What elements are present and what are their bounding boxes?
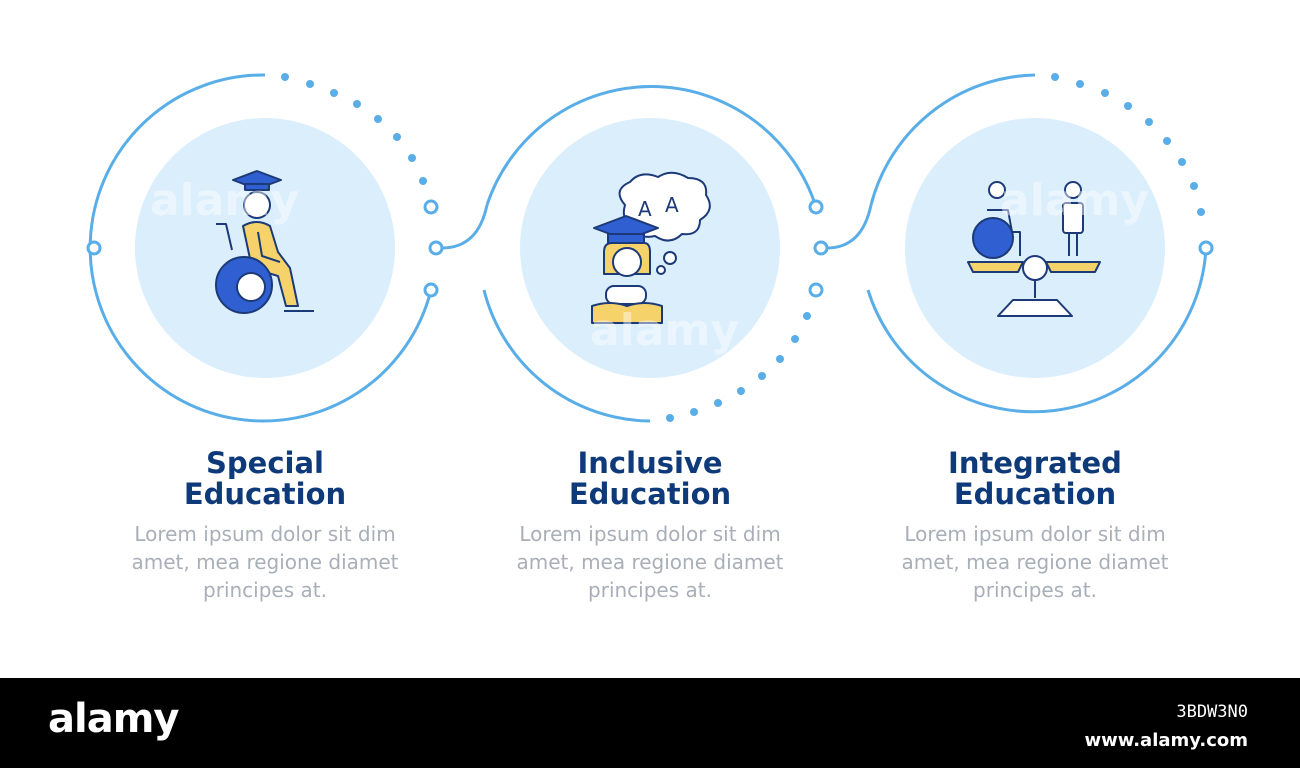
step-title-line-2: Education xyxy=(183,477,347,511)
brand-logo: alamy xyxy=(48,696,179,742)
desc-line-3: principes at. xyxy=(588,578,712,602)
step-description: Lorem ipsum dolor sit dim amet, mea regi… xyxy=(100,520,430,604)
desc-line-2: amet, mea regione diamet xyxy=(516,550,784,574)
stock-footer-bar: alamy 3BDW3N0 www.alamy.com xyxy=(0,678,1300,768)
student-thinking-icon: A A xyxy=(591,171,711,324)
step-description: Lorem ipsum dolor sit dim amet, mea regi… xyxy=(870,520,1200,604)
desc-line-3: principes at. xyxy=(203,578,327,602)
step-2-node-bottom xyxy=(808,282,824,298)
infographic-canvas: A A alamy alamy alamy xyxy=(86,73,1214,423)
step-1-text: Special Education Lorem ipsum dolor sit … xyxy=(100,448,430,604)
step-3-dotted-arc xyxy=(1051,73,1205,216)
step-2-ring-bottom xyxy=(482,289,651,423)
step-3-ring-bottom xyxy=(866,247,1208,414)
svg-text:alamy: alamy xyxy=(590,305,739,356)
wheelchair-graduate-icon xyxy=(215,170,314,314)
connector-2-node xyxy=(813,240,829,256)
desc-line-2: amet, mea regione diamet xyxy=(901,550,1169,574)
desc-line-1: Lorem ipsum dolor sit dim xyxy=(904,522,1166,546)
svg-text:alamy: alamy xyxy=(150,175,299,226)
svg-text:A: A xyxy=(638,197,652,221)
step-2-node-top xyxy=(808,199,824,215)
desc-line-1: Lorem ipsum dolor sit dim xyxy=(134,522,396,546)
balance-scale-people-icon xyxy=(967,181,1101,317)
step-2-dotted-arc xyxy=(666,312,811,422)
svg-text:A: A xyxy=(665,193,679,217)
step-description: Lorem ipsum dolor sit dim amet, mea regi… xyxy=(485,520,815,604)
step-title-line-2: Education xyxy=(568,477,732,511)
site-url: www.alamy.com xyxy=(1084,730,1248,751)
desc-line-1: Lorem ipsum dolor sit dim xyxy=(519,522,781,546)
step-2-text: Inclusive Education Lorem ipsum dolor si… xyxy=(485,448,815,604)
step-2-ring xyxy=(485,85,818,208)
step-title-line-1: Integrated xyxy=(948,446,1122,480)
image-id: 3BDW3N0 xyxy=(1176,702,1248,722)
step-title-line-1: Inclusive xyxy=(577,446,723,480)
svg-text:alamy: alamy xyxy=(1000,175,1149,226)
connector-2-3 xyxy=(826,204,873,250)
step-1-node-left xyxy=(86,240,102,256)
desc-line-2: amet, mea regione diamet xyxy=(131,550,399,574)
step-1-dotted-arc xyxy=(281,73,427,185)
connector-1-node xyxy=(428,240,444,256)
step-3-fill xyxy=(905,118,1165,378)
step-title: Integrated Education xyxy=(870,448,1200,510)
step-1-node-top xyxy=(423,199,439,215)
step-3-text: Integrated Education Lorem ipsum dolor s… xyxy=(870,448,1200,604)
step-title: Special Education xyxy=(100,448,430,510)
step-3-ring xyxy=(869,73,1036,206)
step-title-line-2: Education xyxy=(953,477,1117,511)
step-1-ring xyxy=(88,73,433,423)
connector-1-2 xyxy=(441,204,489,250)
step-title: Inclusive Education xyxy=(485,448,815,510)
step-3-node-right xyxy=(1198,240,1214,256)
step-title-line-1: Special xyxy=(206,446,324,480)
watermark: alamy alamy alamy xyxy=(150,175,1149,356)
step-1-node-bottom xyxy=(423,282,439,298)
desc-line-3: principes at. xyxy=(973,578,1097,602)
